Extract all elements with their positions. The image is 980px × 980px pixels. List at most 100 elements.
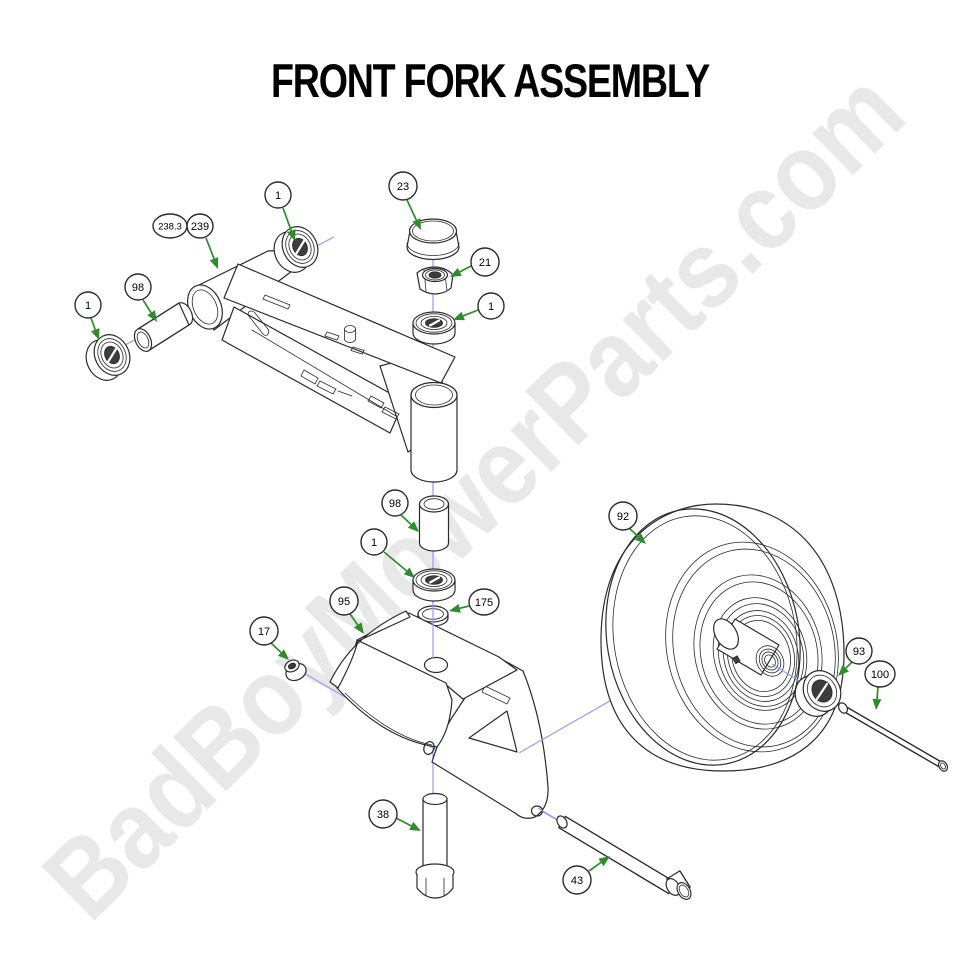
part-bearing-wheel (794, 670, 842, 717)
axle-head-end (676, 882, 692, 900)
plate-peg (344, 325, 356, 343)
spacer-near-end (133, 328, 153, 352)
hub-end-cap (713, 618, 739, 650)
side-plate-cutout (468, 710, 518, 753)
callout-label: 239 (191, 221, 209, 233)
lower-arm-slot (247, 310, 270, 336)
callout-arrow (845, 661, 853, 669)
callout-arrow (628, 527, 639, 538)
side-plate-slot (481, 685, 511, 705)
part-axle-spacer (837, 702, 949, 772)
bearing-highlight (428, 576, 441, 584)
part-bearing-lower-stack (412, 568, 456, 602)
tire-shoulder-outer (665, 541, 839, 753)
callout-arrow (406, 199, 418, 221)
weld-line-1 (337, 390, 353, 397)
part-axle-bolt (556, 815, 692, 900)
plate-slot-2 (324, 331, 340, 341)
part-wheel (600, 503, 845, 772)
bearing-inner-ring (100, 341, 124, 369)
rim-dish-ring-1 (722, 610, 800, 702)
bearing-highlight (294, 239, 306, 256)
callout-arrowhead (91, 328, 100, 340)
callout-balloon (381, 489, 409, 517)
weld-bead-1 (300, 369, 319, 385)
callout-98: 98 (381, 489, 419, 532)
hub-bore-ring-4 (764, 654, 776, 668)
top-plate-hole (423, 656, 449, 674)
weld-bead-3 (367, 395, 385, 409)
callout-label: 1 (85, 300, 91, 312)
bolt-head-facets (425, 877, 445, 897)
rim-outer (712, 597, 808, 711)
callout-arrowhead (277, 649, 289, 660)
steering-stem-top (410, 381, 458, 409)
plate-slot-3 (350, 346, 365, 355)
callout-17: 17 (249, 616, 289, 660)
part-dust-cap (406, 218, 460, 261)
callout-balloon (249, 616, 279, 646)
callout-balloon (264, 181, 292, 209)
callout-balloon (608, 501, 638, 531)
watermark-text: BadBoyMowerParts.com (20, 48, 926, 942)
cap-rim-line (406, 242, 460, 256)
callout-arrowhead (838, 665, 849, 676)
bearing-ring (97, 338, 127, 372)
callout-arrowhead (412, 218, 421, 230)
callout-balloon (360, 528, 388, 556)
part-bearing-pivot-right (273, 226, 319, 273)
tire-shoulder-inner (672, 548, 836, 748)
plate-slot-1 (262, 294, 291, 310)
nut-bore (287, 662, 297, 670)
spacer-bore (423, 498, 445, 510)
bearing-ring (415, 313, 453, 333)
part-bearing-pivot-left (85, 334, 131, 381)
callout-label: 1 (488, 301, 494, 313)
callout-balloon (368, 799, 398, 829)
callout-balloon (470, 247, 500, 277)
bolt-shaft (422, 798, 448, 873)
callout-arrow (383, 551, 408, 572)
part-fork-arm (187, 250, 458, 483)
spacer-body (418, 503, 450, 552)
axle-head-end-ring (678, 884, 690, 898)
callout-1: 1 (453, 292, 505, 321)
callout-92: 92 (608, 501, 646, 544)
callout-balloon (329, 586, 359, 616)
rim-dish-ring-3 (731, 620, 791, 692)
scoop-inner-curve (344, 692, 433, 746)
callout-arrowhead (409, 821, 421, 831)
callout-21: 21 (450, 247, 500, 277)
bearing-ring (415, 570, 453, 590)
callout-175: 175 (449, 588, 500, 616)
callout-arrowhead (403, 567, 415, 578)
callout-arrowhead (287, 229, 296, 241)
callout-label: 98 (389, 498, 401, 510)
callout-balloon (477, 292, 505, 320)
cap-dome (408, 218, 458, 244)
part-bearing-upper-stack (412, 311, 456, 345)
callout-arrow (282, 207, 292, 231)
callout-label: 98 (132, 282, 144, 294)
callout-arrowhead (598, 856, 610, 867)
nut-bore (428, 271, 442, 279)
lower-arm-channel (221, 306, 405, 434)
bearing-highlight (106, 347, 118, 364)
spacer-edges (839, 702, 947, 772)
spacer-far-bore (940, 762, 946, 770)
callout-label: 43 (571, 875, 583, 887)
callout-label: 100 (871, 669, 889, 681)
lower-arm-rib (251, 329, 397, 417)
callout-label: 238.3 (158, 222, 182, 233)
tire-sidewall-inner (612, 515, 798, 761)
callout-1: 1 (74, 291, 102, 340)
callout-98: 98 (124, 273, 157, 322)
callout-arrowhead (407, 521, 419, 532)
callout-arrow (459, 265, 472, 273)
spacer-near-bore (136, 331, 150, 349)
part-flange-nut (284, 659, 307, 682)
callout-arrow (459, 605, 470, 610)
